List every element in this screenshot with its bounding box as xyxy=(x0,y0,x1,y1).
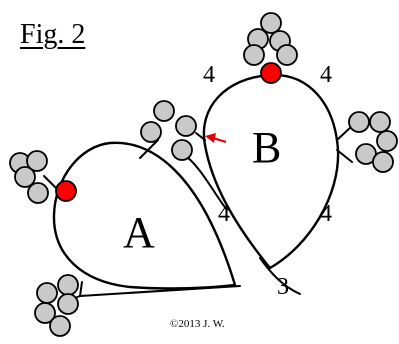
count-bottom: 3 xyxy=(277,274,289,300)
figure-label: Fig. 2 xyxy=(20,19,86,50)
picot-thread-a-bottom-2 xyxy=(79,281,83,297)
ring-a xyxy=(52,141,237,290)
count-b-top-left: 4 xyxy=(203,62,215,88)
bead-cluster-b-right xyxy=(348,111,398,173)
picot-thread-b-right-2 xyxy=(336,149,353,163)
picot-thread-b-right xyxy=(336,125,353,141)
bead-cluster-a-left xyxy=(9,150,77,204)
bead-cluster-b-top xyxy=(243,12,298,84)
marker-bead-a xyxy=(55,180,77,202)
ring-b-label: B xyxy=(252,123,281,172)
bead-cluster-middle xyxy=(140,100,197,161)
picot-thread-middle-2 xyxy=(195,132,206,141)
count-b-top-right: 4 xyxy=(320,62,332,88)
bead-cluster-a-bottom xyxy=(34,274,79,337)
count-b-inner-left: 4 xyxy=(218,201,230,227)
bottom-chain xyxy=(79,285,241,297)
tail-thread xyxy=(259,257,301,295)
ring-a-label: A xyxy=(123,208,155,257)
marker-bead-b xyxy=(260,62,282,84)
picot-thread-middle xyxy=(139,139,159,159)
red-arrow-icon xyxy=(205,133,227,143)
count-b-lower-right: 4 xyxy=(320,201,332,227)
copyright-text: ©2013 J. W. xyxy=(170,318,225,330)
